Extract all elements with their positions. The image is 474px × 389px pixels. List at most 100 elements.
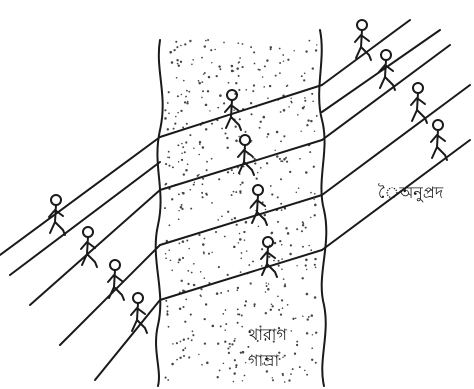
- stick-figure: [354, 19, 372, 61]
- stipple-dot: [193, 147, 195, 149]
- stipple-dot: [203, 237, 206, 240]
- stipple-dot: [183, 101, 187, 104]
- stipple-dot: [211, 324, 215, 328]
- stipple-dot: [192, 283, 196, 287]
- stipple-dot: [296, 265, 298, 267]
- stipple-dot: [308, 244, 310, 247]
- stipple-dot: [191, 330, 194, 333]
- stipple-dot: [218, 65, 221, 68]
- stipple-dot: [230, 194, 233, 197]
- stipple-dot: [234, 337, 236, 340]
- stipple-dot: [269, 329, 272, 332]
- stipple-dot: [233, 109, 235, 111]
- stipple-dot: [273, 241, 277, 245]
- stipple-dot: [219, 94, 222, 97]
- stipple-dot: [211, 251, 213, 254]
- stipple-dot: [270, 303, 273, 305]
- stipple-dot: [298, 366, 301, 369]
- stipple-dot: [311, 67, 314, 70]
- stipple-dot: [188, 90, 191, 93]
- walkways: [0, 19, 471, 381]
- stipple-dot: [237, 62, 240, 64]
- stipple-dot: [232, 380, 235, 383]
- stipple-dot: [201, 191, 204, 194]
- stipple-dot: [289, 244, 293, 247]
- stipple-dot: [304, 264, 307, 267]
- figure-head: [82, 226, 94, 238]
- stipple-dot: [189, 188, 192, 191]
- stipple-dot: [296, 228, 299, 231]
- stipple-dot: [283, 135, 286, 138]
- stipple-dot: [253, 62, 256, 65]
- stipple-dot: [312, 100, 314, 103]
- stipple-dot: [237, 313, 239, 316]
- stipple-dot: [198, 173, 200, 176]
- stipple-dot: [175, 115, 177, 118]
- stipple-dot: [166, 128, 170, 131]
- stipple-dot: [300, 130, 302, 132]
- stipple-dot: [311, 92, 314, 95]
- stipple-dot: [244, 220, 248, 224]
- stipple-dot: [313, 198, 315, 201]
- stipple-dot: [285, 227, 288, 230]
- stipple-dot: [235, 366, 238, 369]
- stipple-dot: [216, 376, 219, 379]
- stipple-dot: [267, 97, 269, 100]
- stipple-dot: [237, 242, 240, 244]
- stipple-dot: [238, 135, 240, 138]
- stipple-dot: [239, 191, 242, 194]
- stipple-dot: [303, 72, 306, 75]
- stipple-dot: [271, 379, 275, 382]
- stipple-dot: [286, 84, 289, 87]
- stipple-dot: [180, 109, 183, 113]
- stipple-dot: [314, 49, 318, 52]
- stipple-dot: [166, 312, 169, 314]
- stipple-dot: [259, 120, 262, 123]
- stipple-dot: [236, 286, 240, 290]
- right-walkway-line: [321, 44, 451, 141]
- stipple-dot: [273, 259, 275, 262]
- stipple-dot: [241, 66, 244, 69]
- stipple-dot: [310, 191, 312, 194]
- middle-walkway-line: [159, 139, 323, 191]
- stipple-dot: [230, 64, 234, 68]
- stipple-dot: [264, 208, 267, 211]
- stipple-dot: [291, 368, 294, 371]
- stipple-dot: [280, 202, 283, 205]
- stipple-dot: [305, 332, 309, 335]
- stipple-dot: [222, 362, 225, 365]
- stipple-dot: [177, 218, 180, 221]
- stipple-dot: [241, 380, 244, 382]
- stipple-dot: [187, 269, 190, 272]
- stipple-dot: [283, 158, 286, 161]
- stipple-dot: [200, 288, 203, 291]
- stipple-dot: [165, 257, 167, 260]
- stick-figure: [130, 292, 148, 334]
- stipple-dot: [201, 96, 203, 99]
- figure-head: [432, 119, 444, 131]
- stipple-dot: [307, 119, 310, 122]
- stipple-dot: [172, 343, 174, 345]
- stipple-dot: [314, 266, 317, 269]
- stipple-dot: [221, 127, 224, 130]
- stipple-dot: [285, 156, 288, 159]
- stipple-dot: [279, 62, 282, 64]
- stipple-dot: [217, 219, 220, 221]
- stipple-dot: [276, 196, 279, 199]
- stipple-dot: [186, 163, 189, 166]
- stipple-dot: [214, 230, 218, 234]
- stipple-dot: [218, 178, 221, 181]
- stipple-dot: [238, 118, 241, 121]
- stipple-dot: [198, 353, 200, 356]
- stipple-dot: [180, 279, 183, 282]
- stipple-dot: [175, 342, 178, 345]
- stipple-dot: [180, 203, 183, 206]
- stipple-dot: [281, 160, 284, 163]
- stipple-dot: [278, 358, 281, 360]
- stipple-dot: [232, 172, 235, 175]
- figure-body: [48, 204, 66, 236]
- stipple-dot: [224, 329, 226, 331]
- stipple-dot: [289, 252, 292, 256]
- stipple-dot: [178, 209, 180, 212]
- stipple-dot: [192, 58, 195, 61]
